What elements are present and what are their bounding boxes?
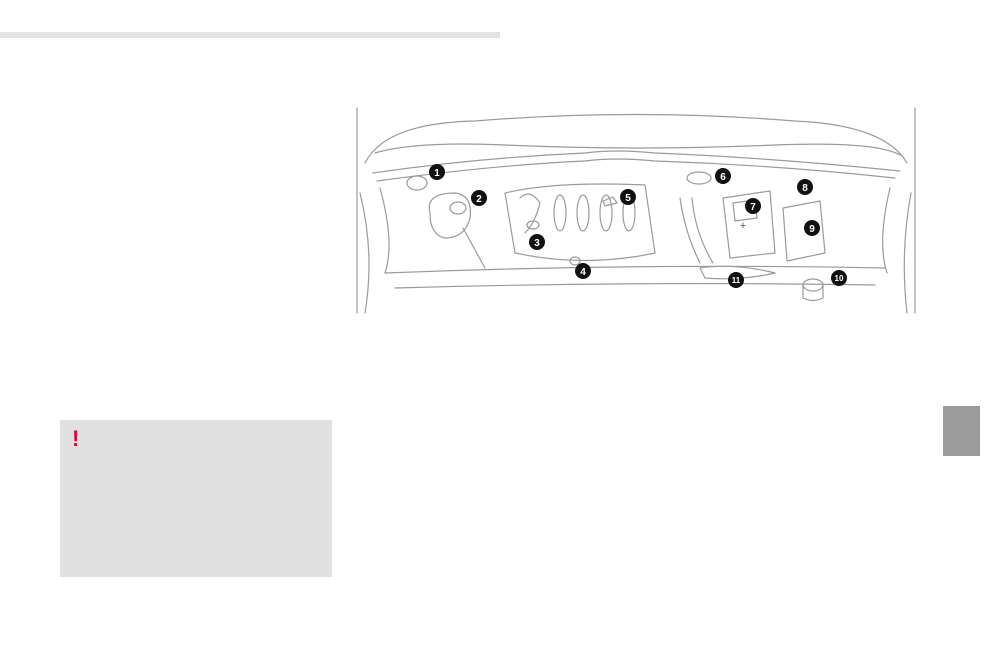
callout-7: 7 [745, 198, 761, 214]
svg-text:5: 5 [625, 193, 631, 204]
svg-text:1: 1 [434, 168, 440, 179]
warning-box: ! [60, 420, 332, 577]
exclamation-icon: ! [72, 426, 80, 451]
svg-text:6: 6 [720, 172, 726, 183]
callout-11: 11 [728, 272, 744, 288]
svg-text:7: 7 [750, 202, 756, 213]
svg-text:9: 9 [809, 224, 815, 235]
callout-4: 4 [575, 263, 591, 279]
chapter-tab[interactable] [943, 406, 980, 456]
callout-10: 10 [831, 270, 847, 286]
callout-3: 3 [529, 234, 545, 250]
battery-positive-symbol: + [740, 220, 746, 232]
svg-text:4: 4 [580, 267, 586, 278]
svg-text:11: 11 [732, 276, 741, 285]
svg-text:2: 2 [476, 194, 482, 205]
callout-1: 1 [429, 164, 445, 180]
svg-text:10: 10 [835, 274, 844, 283]
callout-5: 5 [620, 189, 636, 205]
svg-text:8: 8 [802, 183, 808, 194]
svg-text:3: 3 [534, 238, 540, 249]
callout-9: 9 [804, 220, 820, 236]
callout-6: 6 [715, 168, 731, 184]
engine-compartment-diagram: 1 2 3 4 5 6 7 8 [356, 107, 916, 314]
header-rule [0, 32, 500, 38]
callout-2: 2 [471, 190, 487, 206]
callout-8: 8 [797, 179, 813, 195]
